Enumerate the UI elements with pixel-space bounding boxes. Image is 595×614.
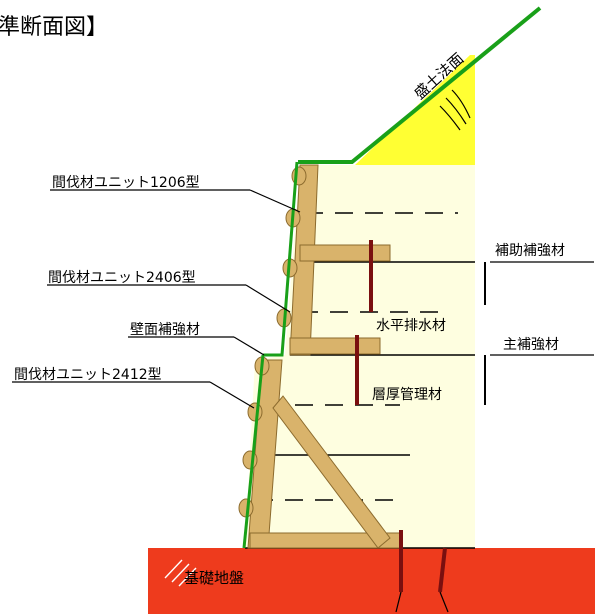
label-aux-reinforcement: 補助補強材 — [495, 243, 565, 259]
embankment-hatching — [439, 89, 471, 131]
foundation-ground — [148, 548, 595, 614]
timber-rounds — [238, 166, 307, 518]
label-unit-2406: 間伐材ユニット2406型 — [48, 270, 196, 286]
label-foundation-ground: 基礎地盤 — [184, 569, 244, 587]
diagonal-brace — [272, 395, 391, 549]
label-unit-1206: 間伐材ユニット1206型 — [52, 175, 200, 191]
wall-face-lines — [242, 161, 299, 549]
leader-lines — [12, 189, 594, 409]
label-main-reinforcement: 主補強材 — [503, 337, 559, 353]
rebar-pins — [355, 240, 447, 593]
foundation-anchors — [395, 591, 449, 613]
label-horizontal-drain: 水平排水材 — [376, 318, 446, 334]
label-wall-reinforcement: 壁面補強材 — [130, 322, 200, 338]
foundation-hatching — [164, 559, 197, 587]
slope-line — [298, 6, 542, 164]
title-text: 準断面図】 — [0, 15, 108, 40]
label-layer-thickness-control: 層厚管理材 — [372, 387, 442, 403]
label-unit-2412: 間伐材ユニット2412型 — [14, 367, 162, 383]
